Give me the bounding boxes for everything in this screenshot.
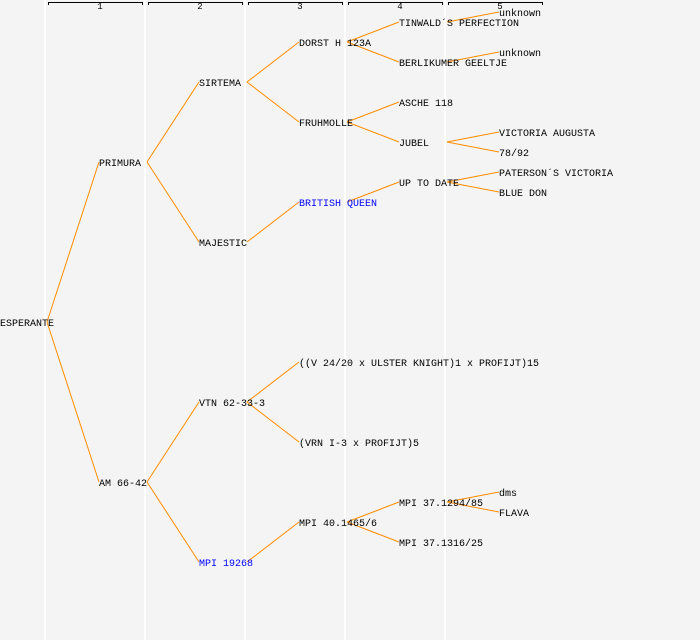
edge (346, 21, 400, 43)
node: VTN 62-33-3 (199, 399, 265, 410)
edge (146, 401, 200, 483)
column-separators (44, 0, 446, 640)
node: ASCHE 118 (399, 99, 453, 110)
node: SIRTEMA (199, 79, 241, 90)
edge (446, 11, 500, 23)
node: dms (499, 488, 517, 500)
generation-label: 2 (197, 2, 202, 12)
edge (346, 101, 400, 123)
node-link[interactable]: MPI 19268 (199, 559, 253, 570)
node: MAJESTIC (199, 239, 247, 250)
node: MPI 37.1294/85 (399, 498, 483, 510)
edge (146, 161, 200, 243)
node: PATERSON´S VICTORIA (499, 167, 613, 180)
edge (246, 41, 300, 83)
edge (246, 361, 300, 403)
generation-label: 3 (297, 2, 302, 12)
node: FRUHMOLLE (299, 119, 353, 130)
node: BLUE DON (499, 189, 547, 200)
node: BERLIKUMER GEELTJE (399, 59, 507, 70)
node: 78/92 (499, 148, 529, 160)
generation-label: 1 (97, 2, 102, 12)
edge (446, 141, 500, 153)
edge (246, 201, 300, 243)
edge (346, 521, 400, 543)
node: AM 66-42 (99, 479, 147, 490)
edge (346, 121, 400, 143)
node: PRIMURA (99, 159, 141, 170)
node-link[interactable]: BRITISH QUEEN (299, 199, 377, 210)
edge (146, 481, 200, 563)
edges (46, 11, 500, 563)
node-root: ESPERANTE (0, 319, 54, 330)
node: unknown (499, 8, 541, 20)
node: VICTORIA AUGUSTA (499, 129, 595, 140)
node: TINWALD´S PERFECTION (399, 17, 519, 30)
node: UP TO DATE (399, 179, 459, 190)
edge (446, 131, 500, 143)
node: JUBEL (399, 139, 429, 150)
edge (246, 81, 300, 123)
edge (446, 491, 500, 503)
generation-label: 4 (397, 2, 402, 12)
edge (446, 51, 500, 63)
edge (346, 41, 400, 63)
node: MPI 37.1316/25 (399, 538, 483, 550)
edge (246, 521, 300, 563)
node: MPI 40.1465/6 (299, 518, 377, 530)
node: unknown (499, 48, 541, 60)
edge (346, 501, 400, 523)
node: FLAVA (499, 509, 529, 520)
edge (146, 81, 200, 163)
edge (46, 161, 100, 323)
edge (446, 501, 500, 513)
generation-header: 1 2 3 4 5 (48, 2, 543, 12)
edge (446, 181, 500, 193)
edge (46, 321, 100, 483)
node: DORST H 123A (299, 39, 371, 50)
edge (346, 181, 400, 203)
edge (446, 171, 500, 183)
node: (VRN I-3 x PROFIJT)5 (299, 438, 419, 450)
node: ((V 24/20 x ULSTER KNIGHT)1 x PROFIJT)15 (299, 358, 539, 370)
edge (246, 401, 300, 443)
generation-label: 5 (497, 2, 502, 12)
nodes: ESPERANTE PRIMURA AM 66-42 SIRTEMA MAJES… (0, 8, 613, 570)
